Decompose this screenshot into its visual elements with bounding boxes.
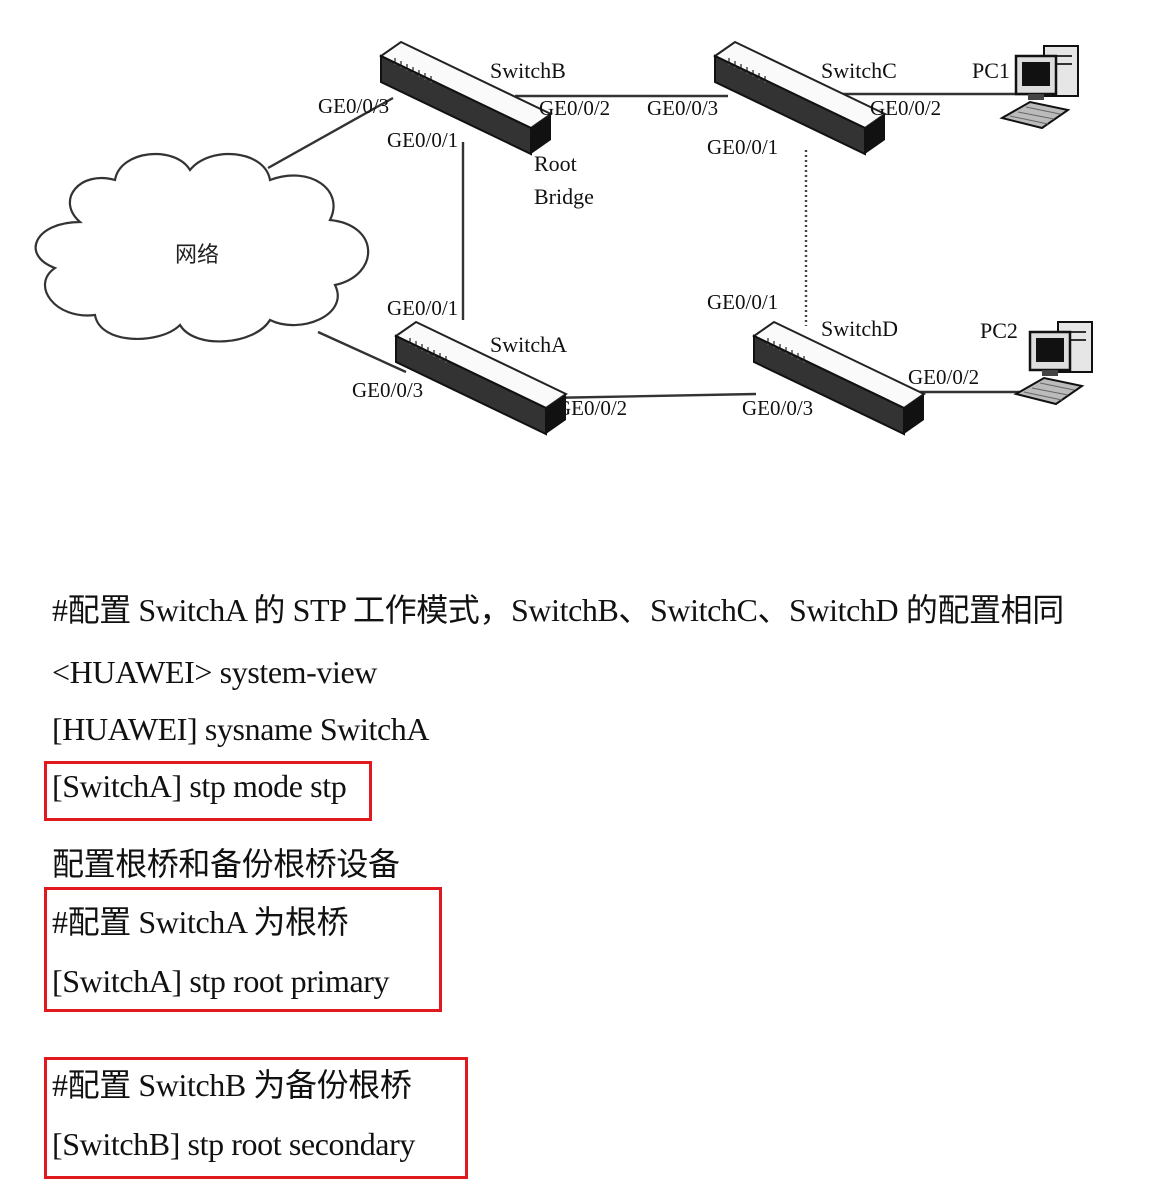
switchc-label: SwitchC (821, 58, 897, 83)
pc2-computer-icon (1014, 320, 1094, 406)
port-label-switcha-ge2: GE0/0/2 (556, 396, 627, 420)
port-label-switchd-ge3: GE0/0/3 (742, 396, 813, 420)
config-line-1: #配置 SwitchA 的 STP 工作模式，SwitchB、SwitchC、S… (52, 592, 1064, 628)
link-cloud-switchb (267, 96, 394, 170)
config-line-3: [HUAWEI] sysname SwitchA (52, 711, 430, 747)
switcha-label: SwitchA (490, 332, 567, 357)
config-line-6: #配置 SwitchA 为根桥 (52, 904, 349, 940)
root-bridge-label-line2: Bridge (534, 184, 594, 209)
switchb-label: SwitchB (490, 58, 566, 83)
port-label-switchb-ge3: GE0/0/3 (318, 94, 389, 118)
port-label-switchc-ge3: GE0/0/3 (647, 96, 718, 120)
config-line-2: <HUAWEI> system-view (52, 654, 378, 690)
config-line-4: [SwitchA] stp mode stp (52, 768, 347, 804)
port-label-switchb-ge1: GE0/0/1 (387, 128, 458, 152)
config-line-7: [SwitchA] stp root primary (52, 963, 390, 999)
root-bridge-label-line1: Root (534, 151, 577, 176)
port-label-switchb-ge2: GE0/0/2 (539, 96, 610, 120)
network-topology-diagram: 网络 SwitchB SwitchC SwitchA SwitchD Root … (34, 41, 1094, 435)
link-cloud-switcha (317, 330, 407, 374)
port-label-switcha-ge1: GE0/0/1 (387, 296, 458, 320)
switchd-label: SwitchD (821, 316, 898, 341)
config-line-5: 配置根桥和备份根桥设备 (52, 846, 400, 882)
highlight-box-stp-mode (44, 761, 372, 821)
pc1-label: PC1 (972, 58, 1010, 83)
link-switcha-switchd (545, 392, 757, 400)
port-label-switchc-ge1: GE0/0/1 (707, 135, 778, 159)
config-line-8: #配置 SwitchB 为备份根桥 (52, 1067, 412, 1103)
network-cloud (34, 152, 370, 343)
highlight-box-root-primary (44, 887, 442, 1012)
port-label-switchd-ge1: GE0/0/1 (707, 290, 778, 314)
pc2-label: PC2 (980, 318, 1018, 343)
port-label-switchc-ge2: GE0/0/2 (870, 96, 941, 120)
highlight-box-root-secondary (44, 1057, 468, 1179)
port-label-switchd-ge2: GE0/0/2 (908, 365, 979, 389)
port-label-switcha-ge3: GE0/0/3 (352, 378, 423, 402)
cloud-label: 网络 (175, 243, 219, 268)
pc1-computer-icon (1000, 44, 1080, 130)
config-line-9: [SwitchB] stp root secondary (52, 1126, 415, 1162)
